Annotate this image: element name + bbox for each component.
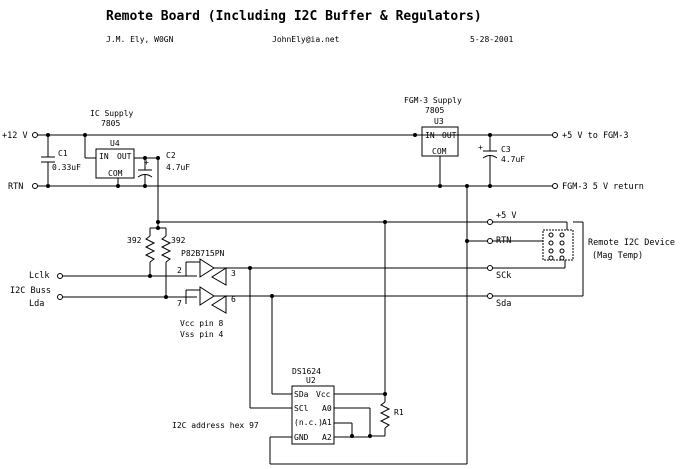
remote-sda-terminal xyxy=(487,293,493,299)
buffer-u-upper xyxy=(185,258,228,286)
junction-dot xyxy=(270,294,274,298)
buffer-u-lower xyxy=(185,286,228,314)
plus12v-terminal xyxy=(32,132,38,138)
lda-terminal xyxy=(57,294,63,300)
remote-rtn-terminal xyxy=(487,238,493,244)
junction-dot xyxy=(148,274,152,278)
junction-dot xyxy=(368,434,372,438)
c1-value: 0.33uF xyxy=(52,163,81,172)
junction-dot xyxy=(83,133,87,137)
capacitor-c3 xyxy=(482,135,498,186)
ic-supply-label: IC Supply xyxy=(90,109,134,118)
resistor-b-value: 392 xyxy=(171,236,186,245)
ds1624-pin-sda: SDa xyxy=(294,390,309,399)
date-label: 5-28-2001 xyxy=(470,35,514,44)
ds1624-pin-gnd: GND xyxy=(294,433,309,442)
rtn-label: RTN xyxy=(8,182,23,192)
ds1624-ref: U2 xyxy=(306,376,316,385)
lda-label: Lda xyxy=(29,299,44,309)
junction-dot xyxy=(413,133,417,137)
capacitor-c1 xyxy=(41,135,55,186)
junction-dot xyxy=(164,295,168,299)
ds1624-pin-a1: A1 xyxy=(322,418,332,427)
junction-dot xyxy=(156,156,160,160)
author-label: J.M. Ely, W0GN xyxy=(106,35,174,44)
buffer-vss-note: Vss pin 4 xyxy=(180,330,224,339)
u4-pin-com: COM xyxy=(108,169,123,178)
schematic-title: Remote Board (Including I2C Buffer & Reg… xyxy=(106,9,482,24)
i2c-address-note: I2C address hex 97 xyxy=(172,421,259,430)
remote-sck-terminal xyxy=(487,265,493,271)
u3-pin-in: IN xyxy=(425,131,435,140)
resistor-a-value: 392 xyxy=(127,236,142,245)
lclk-terminal xyxy=(57,273,63,279)
ds1624-part: DS1624 xyxy=(292,367,321,376)
remote-5v-terminal xyxy=(487,219,493,225)
buffer-vcc-note: Vcc pin 8 xyxy=(180,319,224,328)
capacitor-c2 xyxy=(137,158,153,186)
resistor-392-a xyxy=(144,228,156,276)
c3-ref: C3 xyxy=(501,145,511,154)
u3-pin-out: OUT xyxy=(442,131,457,140)
buffer-part-label: P82B715PN xyxy=(181,249,225,258)
sck-line xyxy=(228,267,488,409)
ic-supply-part: 7805 xyxy=(101,119,120,128)
ds1624-pin-a0: A0 xyxy=(322,404,332,413)
u4-ref: U4 xyxy=(110,139,120,148)
remote-device-label: Remote I2C Device xyxy=(588,238,675,248)
ds1624-address-wiring xyxy=(334,222,391,438)
resistor-392-b xyxy=(160,228,172,297)
ground-bus xyxy=(269,186,488,465)
junction-dot xyxy=(383,392,387,396)
fgm-return-terminal xyxy=(552,183,558,189)
buffer-pin6: 6 xyxy=(231,295,236,304)
ds1624-pin-nc: (n.c.) xyxy=(294,418,323,427)
rtn-terminal xyxy=(32,183,38,189)
fgm-return-label: FGM-3 5 V return xyxy=(562,182,644,192)
sda-line xyxy=(228,295,488,395)
u3-ref: U3 xyxy=(434,117,444,126)
c2-value: 4.7uF xyxy=(166,163,190,172)
c2-plus: + xyxy=(144,158,149,167)
lclk-label: Lclk xyxy=(29,271,49,281)
r1-ref: R1 xyxy=(394,408,404,417)
fgm-supply-label: FGM-3 Supply xyxy=(404,96,462,105)
ds1624-pin-a2: A2 xyxy=(322,433,332,442)
c2-ref: C2 xyxy=(166,151,176,160)
c3-value: 4.7uF xyxy=(501,155,525,164)
junction-dot xyxy=(156,220,160,224)
fgm-supply-part: 7805 xyxy=(425,106,444,115)
ds1624-pin-vcc: Vcc xyxy=(316,390,331,399)
remote-sck-label: SCk xyxy=(496,271,511,281)
buffer-pin2: 2 xyxy=(177,266,182,275)
remote-sda-label: Sda xyxy=(496,299,511,309)
junction-dot xyxy=(465,239,469,243)
buffer-pin3: 3 xyxy=(231,269,236,278)
u4-regulator-box xyxy=(95,148,135,179)
fgm-5v-terminal xyxy=(552,132,558,138)
remote-connector-wiring xyxy=(492,221,584,297)
ds1624-pin-scl: SCl xyxy=(294,404,309,413)
u3-pin-com: COM xyxy=(432,147,447,156)
junction-dot xyxy=(350,434,354,438)
c3-plus: + xyxy=(478,143,483,152)
local-5v-bus xyxy=(134,157,540,229)
u4-pin-out: OUT xyxy=(117,152,132,161)
remote-5v-label: +5 V xyxy=(496,211,516,221)
remote-connector xyxy=(542,229,574,261)
junction-dot xyxy=(156,226,160,230)
remote-device-sub: (Mag Temp) xyxy=(592,251,643,261)
email-label: JohnEly@ia.net xyxy=(272,35,340,44)
junction-dot xyxy=(248,266,252,270)
fgm-5v-label: +5 V to FGM-3 xyxy=(562,131,629,141)
ds1624-box xyxy=(291,385,335,445)
buffer-pin7: 7 xyxy=(177,299,182,308)
junction-dot xyxy=(383,220,387,224)
c1-ref: C1 xyxy=(58,149,68,158)
i2c-buss-label: I2C Buss xyxy=(10,286,51,296)
u4-pin-in: IN xyxy=(99,152,109,161)
plus12v-label: +12 V xyxy=(2,131,28,141)
